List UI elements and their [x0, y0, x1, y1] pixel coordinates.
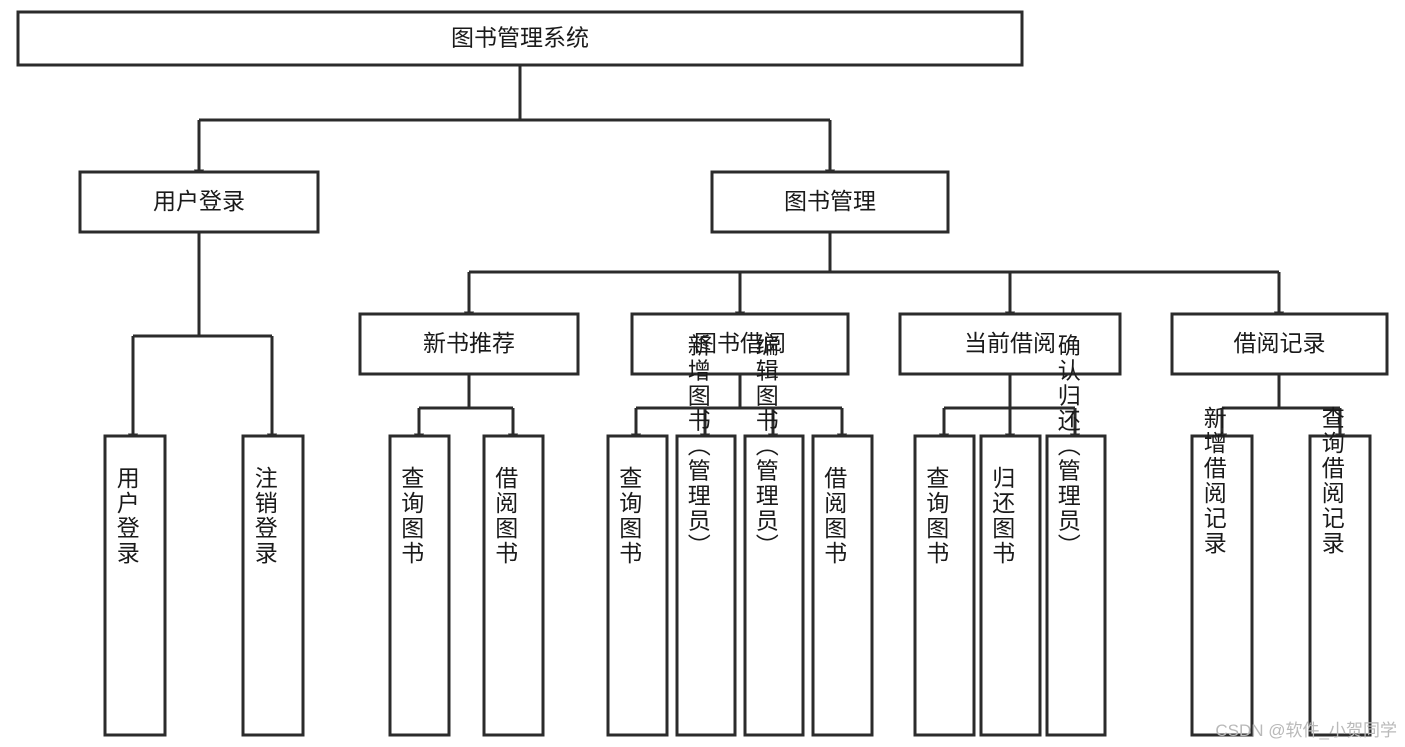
node-box-new-book-recommend: [358, 312, 580, 376]
node-leaf-query-book-current[interactable]: 查询图书: [913, 434, 976, 737]
node-box-leaf-query-book-borrow: [606, 434, 669, 737]
node-label-leaf-add-book-admin: 新增图书（管理员）: [684, 334, 711, 559]
connector-bookmgmt-to-level3: [464, 232, 1284, 323]
node-leaf-borrow-book[interactable]: 借阅图书: [811, 434, 874, 737]
node-label-borrow-record: 借阅记录: [1234, 330, 1326, 356]
connector-userlogin-to-leaves: [128, 232, 277, 445]
node-box-undefined: [16, 10, 1024, 67]
node-label-leaf-query-book-borrow: 查询图书: [616, 466, 643, 566]
node-book-management[interactable]: 图书管理: [710, 170, 950, 234]
node-user-login[interactable]: 用户登录: [78, 170, 320, 234]
node-box-leaf-return-book: [979, 434, 1042, 737]
node-box-leaf-add-book-admin: [675, 434, 737, 737]
node-leaf-query-book-borrow[interactable]: 查询图书: [606, 434, 669, 737]
node-box-leaf-borrow-book-recommend: [482, 434, 545, 737]
node-leaf-logout-login[interactable]: 注销登录: [241, 434, 305, 737]
node-box-book-borrow: [630, 312, 850, 376]
node-borrow-record[interactable]: 借阅记录: [1170, 312, 1389, 376]
node-label-book-management: 图书管理: [784, 188, 876, 214]
node-label-leaf-user-login: 用户登录: [113, 466, 140, 566]
node-book-borrow[interactable]: 图书借阅: [630, 312, 850, 376]
node-box-user-login: [78, 170, 320, 234]
connector-record-to-leaves: [1217, 374, 1345, 445]
node-label-new-book-recommend: 新书推荐: [423, 330, 515, 356]
node-label-current-borrow: 当前借阅: [964, 330, 1056, 356]
connector-current-to-leaves: [939, 374, 1080, 445]
node-label-leaf-add-borrow-record: 新增借阅记录: [1200, 406, 1227, 556]
node-label-book-borrow: 图书借阅: [694, 330, 786, 356]
node-leaf-query-borrow-record[interactable]: 查询借阅记录: [1308, 406, 1372, 737]
node-label-leaf-borrow-book: 借阅图书: [821, 466, 848, 566]
node-box-leaf-confirm-return-admin: [1045, 434, 1107, 737]
node-label-leaf-query-book-current: 查询图书: [923, 466, 950, 566]
node-box-leaf-edit-book-admin: [743, 434, 805, 737]
node-label-leaf-return-book: 归还图书: [989, 466, 1016, 566]
node-box-leaf-query-book-recommend: [388, 434, 451, 737]
node-leaf-add-borrow-record[interactable]: 新增借阅记录: [1190, 406, 1254, 737]
node-box-leaf-logout-login: [241, 434, 305, 737]
node-leaf-edit-book-admin[interactable]: 编辑图书（管理员）: [743, 334, 805, 737]
node-box-book-management: [710, 170, 950, 234]
node-leaf-query-book-recommend[interactable]: 查询图书: [388, 434, 451, 737]
node-leaf-borrow-book-recommend[interactable]: 借阅图书: [482, 434, 545, 737]
connector-borrow-to-leaves: [631, 374, 847, 445]
node-box-leaf-borrow-book: [811, 434, 874, 737]
node-label-user-login: 用户登录: [153, 188, 245, 214]
connector-recommend-to-leaves: [414, 374, 518, 445]
node-label-leaf-logout-login: 注销登录: [251, 466, 278, 566]
node-label-leaf-confirm-return-admin: 确认归还（管理员）: [1054, 334, 1081, 559]
node-box-leaf-query-borrow-record: [1308, 434, 1372, 737]
node-layer: 图书管理系统用户登录图书管理新书推荐图书借阅当前借阅借阅记录用户登录注销登录查询…: [16, 10, 1389, 737]
node-label-leaf-borrow-book-recommend: 借阅图书: [492, 466, 519, 566]
node-leaf-return-book[interactable]: 归还图书: [979, 434, 1042, 737]
csdn-watermark: CSDN @软件_小贺同学: [1215, 721, 1397, 740]
node-undefined[interactable]: 图书管理系统: [16, 10, 1024, 67]
node-box-leaf-add-borrow-record: [1190, 434, 1254, 737]
node-label-leaf-query-borrow-record: 查询借阅记录: [1318, 406, 1345, 556]
connector-layer: [128, 65, 1345, 445]
node-box-borrow-record: [1170, 312, 1389, 376]
node-leaf-confirm-return-admin[interactable]: 确认归还（管理员）: [1045, 334, 1107, 737]
node-label-undefined: 图书管理系统: [451, 25, 589, 51]
node-label-leaf-edit-book-admin: 编辑图书（管理员）: [752, 334, 779, 559]
node-box-current-borrow: [898, 312, 1122, 376]
node-leaf-user-login[interactable]: 用户登录: [103, 434, 167, 737]
node-box-leaf-query-book-current: [913, 434, 976, 737]
connector-root-to-level2: [194, 65, 835, 181]
node-new-book-recommend[interactable]: 新书推荐: [358, 312, 580, 376]
node-box-leaf-user-login: [103, 434, 167, 737]
node-current-borrow[interactable]: 当前借阅: [898, 312, 1122, 376]
node-label-leaf-query-book-recommend: 查询图书: [398, 466, 425, 566]
node-leaf-add-book-admin[interactable]: 新增图书（管理员）: [675, 334, 737, 737]
